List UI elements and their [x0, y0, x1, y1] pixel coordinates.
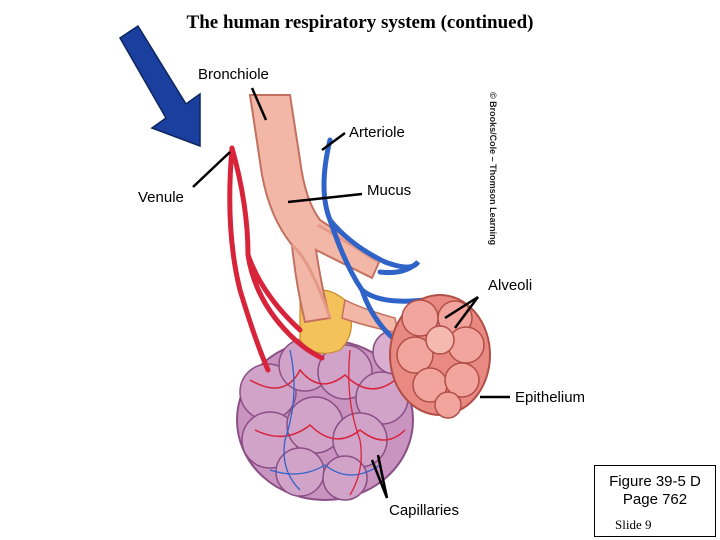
credit-text: © Brooks/Cole – Thomson Learning	[488, 92, 498, 246]
pointer-arrow-icon	[118, 24, 201, 148]
alveolar-sac-cluster	[236, 329, 418, 501]
leader-alveoli-1	[444, 295, 479, 320]
leader-arteriole	[321, 131, 346, 152]
leader-venule	[192, 151, 231, 188]
label-mucus: Mucus	[367, 182, 412, 199]
label-venule: Venule	[138, 189, 184, 206]
venule-vessel	[227, 145, 325, 373]
figure-reference-box: Figure 39-5 D Page 762 Slide 9	[594, 465, 716, 537]
leader-bronchiole	[250, 87, 268, 121]
label-alveoli: Alveoli	[488, 277, 533, 294]
copyright-credit: © Brooks/Cole – Thomson Learning	[486, 92, 500, 246]
label-epithelium: Epithelium	[515, 389, 586, 406]
leader-capillaries-2	[376, 454, 389, 499]
figure-ref-line2: Page 762	[622, 491, 688, 508]
figure-ref-line1: Figure 39-5 D	[609, 473, 701, 490]
leader-lines	[192, 87, 510, 499]
slide-number: Slide 9	[615, 517, 652, 532]
leader-alveoli-2	[453, 296, 480, 329]
label-arteriole: Arteriole	[349, 124, 405, 141]
slide-title: The human respiratory system (continued)	[186, 12, 534, 33]
leader-mucus	[287, 192, 363, 204]
label-bronchiole: Bronchiole	[198, 66, 269, 83]
label-capillaries: Capillaries	[389, 502, 460, 519]
alveoli-group	[389, 294, 491, 419]
